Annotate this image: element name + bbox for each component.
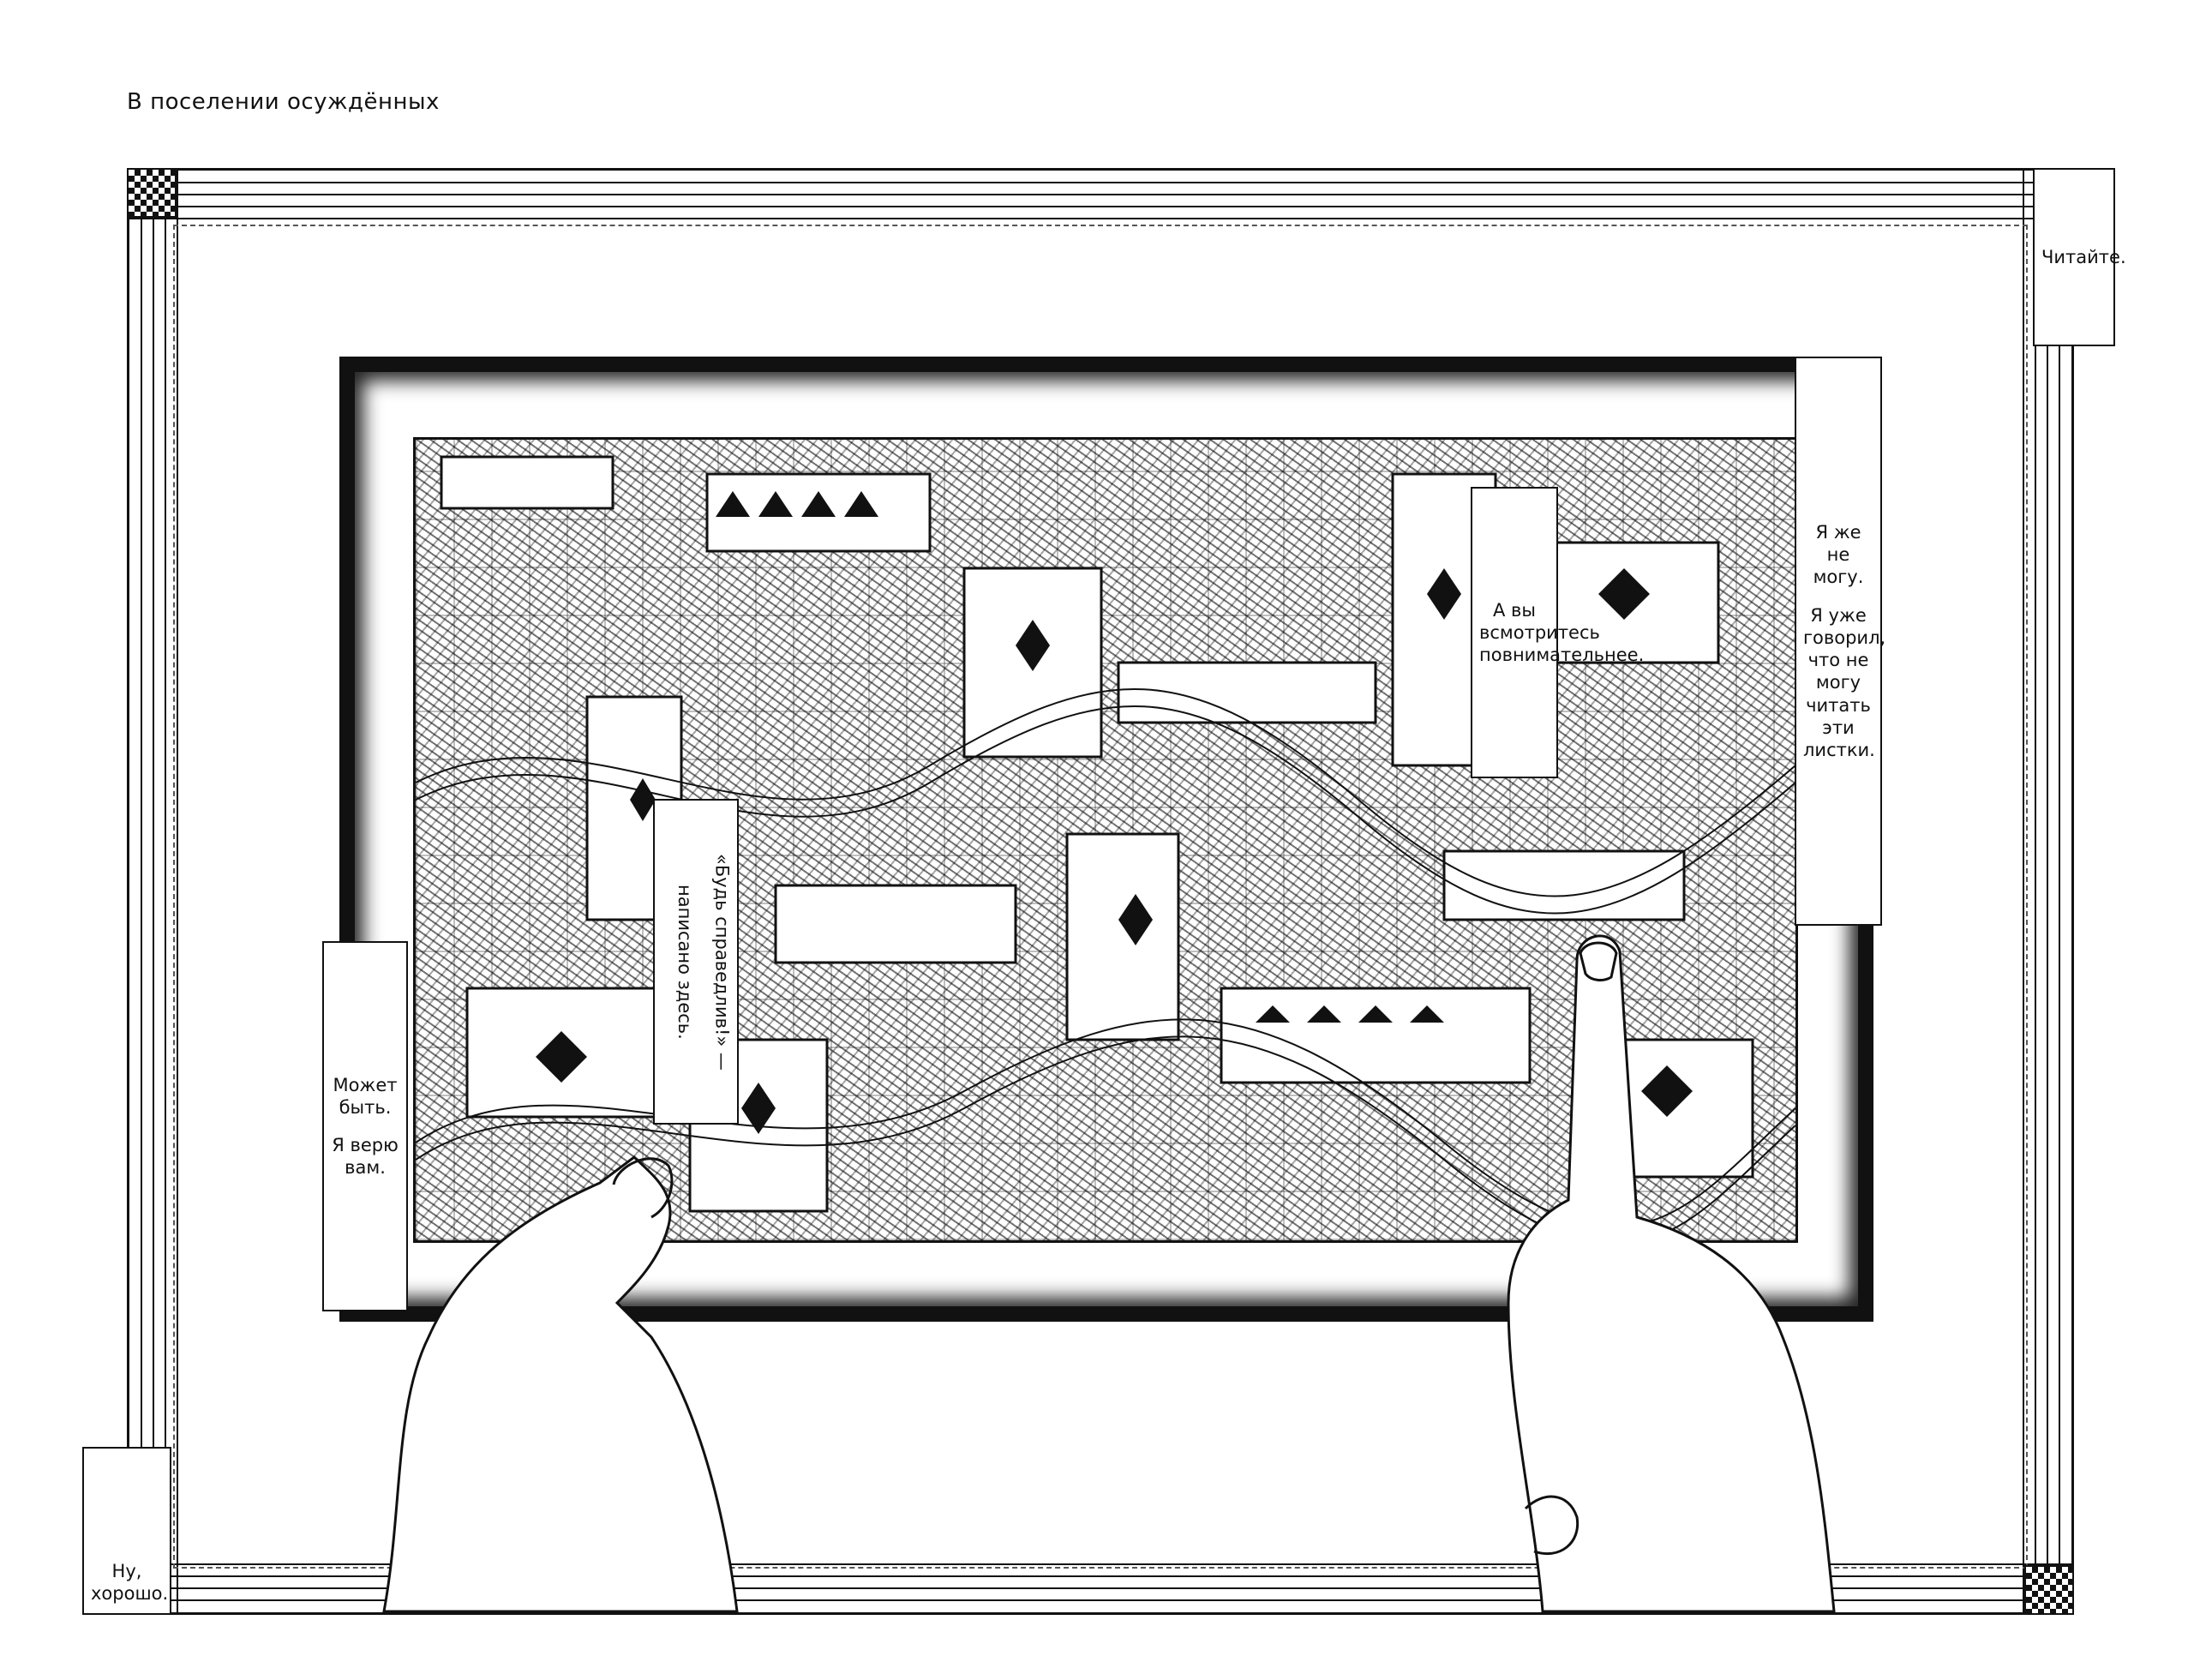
caption-top-right: Читайте. [2033,168,2126,346]
caption-bottom-left: Ну, хорошо. [82,1447,171,1615]
caption-bottom-left-text: Ну, хорошо. [91,1560,169,1604]
caption-left-line-1: Может быть. [333,1074,398,1118]
caption-left-line-2: Я верю вам. [332,1135,399,1179]
caption-top-right-text: Читайте. [2041,246,2126,267]
caption-center-left-line-1: «Будь справедлив!» — [711,853,733,1071]
caption-center-left-vertical-text: «Будь справедлив!» — написано здесь. [659,854,734,1071]
caption-center-right: А вы всмотритесь повнимательнее. [1471,487,1644,778]
caption-center-right-text: А вы всмотритесь повнимательнее. [1479,599,1644,666]
ornamental-pattern [413,437,1798,1245]
caption-right-line-2: Я уже говорил, что не могу читать эти ли… [1803,604,1886,761]
running-title: В поселении осуждённых [127,89,440,115]
inner-dashed-border [173,225,2028,1569]
caption-right-line-1: Я же не могу. [1813,521,1864,588]
caption-center-left-vertical: «Будь справедлив!» — написано здесь. [653,799,739,1125]
pattern-blocks [415,455,1796,1245]
corner-checker-bottom-right [2024,1565,2074,1615]
caption-right-column: Я же не могу. Я уже говорил, что не могу… [1795,357,1886,926]
corner-checker-top-left [127,168,177,218]
caption-left: Может быть. Я верю вам. [322,941,408,1311]
caption-center-left-line-2: написано здесь. [674,884,695,1040]
